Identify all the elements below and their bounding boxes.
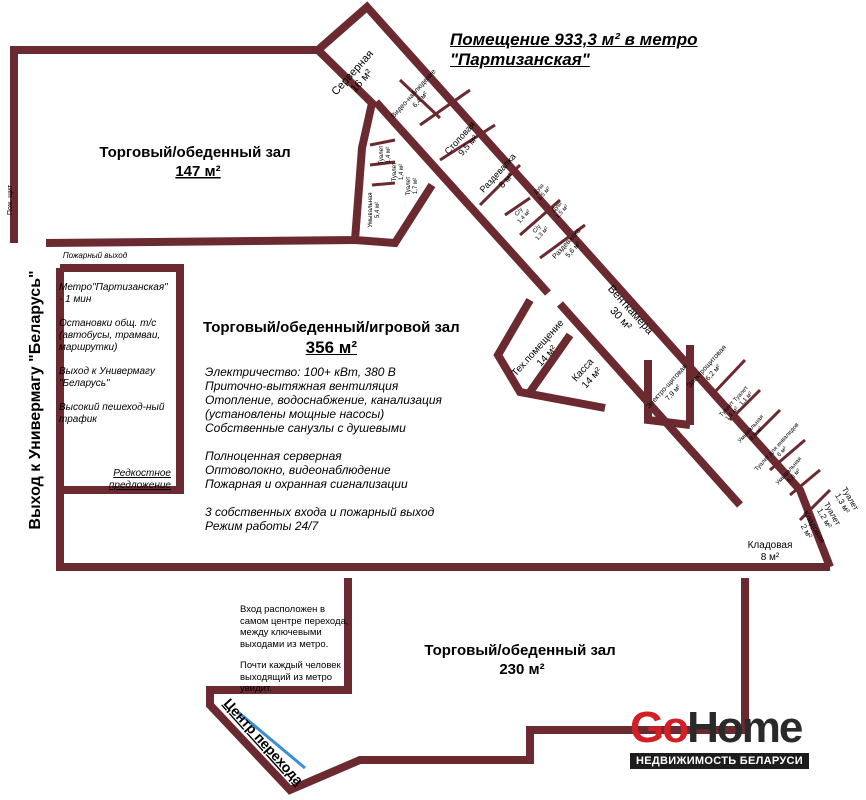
- note-rare: Редкостное предложение: [108, 468, 171, 491]
- room-server: Серверная16 м²: [329, 48, 385, 106]
- note-metro: Метро"Партизанская" - 1 мин: [59, 282, 168, 305]
- feature-heating: Отопление, водоснабжение, канализация: [205, 393, 442, 407]
- plan-title: Помещение 933,3 м² в метро "Партизанская…: [450, 30, 698, 70]
- entrance-note-1: Вход расположен в самом центре перехода,…: [240, 604, 349, 650]
- feature-entrances: 3 собственных входа и пожарный выход: [205, 505, 435, 519]
- note-transport: Остановки общ. т/с (автобусы, трамваи, м…: [59, 318, 161, 353]
- feature-fiber: Оптоволокно, видеонаблюдение: [205, 463, 391, 477]
- wall-hall-main: [56, 264, 830, 571]
- logo-go: Go: [630, 703, 689, 752]
- feature-pumps: (установлены мощные насосы): [205, 407, 385, 421]
- hall-bottom-area: 230 м²: [499, 661, 544, 678]
- feature-alarm: Пожарная и охранная сигнализации: [205, 477, 408, 491]
- feature-electric: Электричество: 100+ кВт, 380 В: [205, 365, 396, 379]
- exit-univermag-label: Выход к Универмагу "Беларусь": [27, 270, 44, 529]
- wall-cashier: [526, 332, 574, 395]
- feature-bathrooms: Собственные санузлы с душевыми: [205, 421, 406, 435]
- glass-wall: [237, 710, 306, 770]
- hall-main: Торговый/обеденный/игровой зал 356 м²: [203, 318, 460, 358]
- hall-main-area: 356 м²: [305, 338, 357, 357]
- hall-main-name: Торговый/обеденный/игровой зал: [203, 319, 460, 336]
- room-cashier: Касса14 м²: [570, 356, 605, 392]
- title-line1: Помещение 933,3 м² в метро: [450, 30, 698, 49]
- room-wc-top1: Туалет1,4 м²: [379, 145, 392, 164]
- logo-tagline: НЕДВИЖИМОСТЬ БЕЛАРУСИ: [630, 753, 809, 769]
- room-panel: Пож. щит: [7, 184, 14, 215]
- features-list: Электричество: 100+ кВт, 380 В Приточно-…: [205, 365, 442, 547]
- wall-tech-room: [493, 297, 606, 412]
- wall-partitions: [369, 78, 832, 522]
- logo-home: Home: [687, 703, 803, 752]
- room-sink-top: Умывальная5,4 м²: [368, 193, 381, 228]
- room-wc-top2: Туалет1,4 м²: [392, 162, 405, 181]
- gohome-logo: GoHome НЕДВИЖИМОСТЬ БЕЛАРУСИ: [630, 705, 809, 769]
- feature-server: Полноценная серверная: [205, 449, 342, 463]
- entrance-note: Вход расположен в самом центре перехода,…: [240, 604, 350, 705]
- feature-hours: Режим работы 24/7: [205, 519, 319, 533]
- wall-left-stub: [354, 182, 436, 248]
- location-notes: Метро"Партизанская" - 1 мин Остановки об…: [59, 282, 171, 504]
- wall-diagonal-outer: [315, 1, 834, 569]
- note-exit: Выход к Универмагу "Беларусь": [59, 366, 155, 389]
- fire-exit-label: Пожарный выход: [63, 251, 128, 260]
- hall-top-name: Торговый/обеденный зал: [99, 144, 290, 161]
- room-wc-top3: Туалет1,7 м²: [406, 176, 419, 195]
- entrance-note-2: Почти каждый человек выходящий из метро …: [240, 660, 341, 694]
- title-line2: "Партизанская": [450, 50, 590, 69]
- hall-bottom-name: Торговый/обеденный зал: [424, 642, 615, 659]
- room-toilet-a: Туалет1,1 м²: [733, 385, 756, 408]
- wall-hall-bottom: [206, 578, 749, 795]
- note-traffic: Высокий пешеход-ный трафик: [59, 402, 165, 425]
- feature-ventilation: Приточно-вытяжная вентиляция: [205, 379, 399, 393]
- center-label: Центр перехода: [221, 695, 307, 788]
- wall-elec: [644, 345, 694, 429]
- hall-top-area: 147 м²: [175, 163, 220, 180]
